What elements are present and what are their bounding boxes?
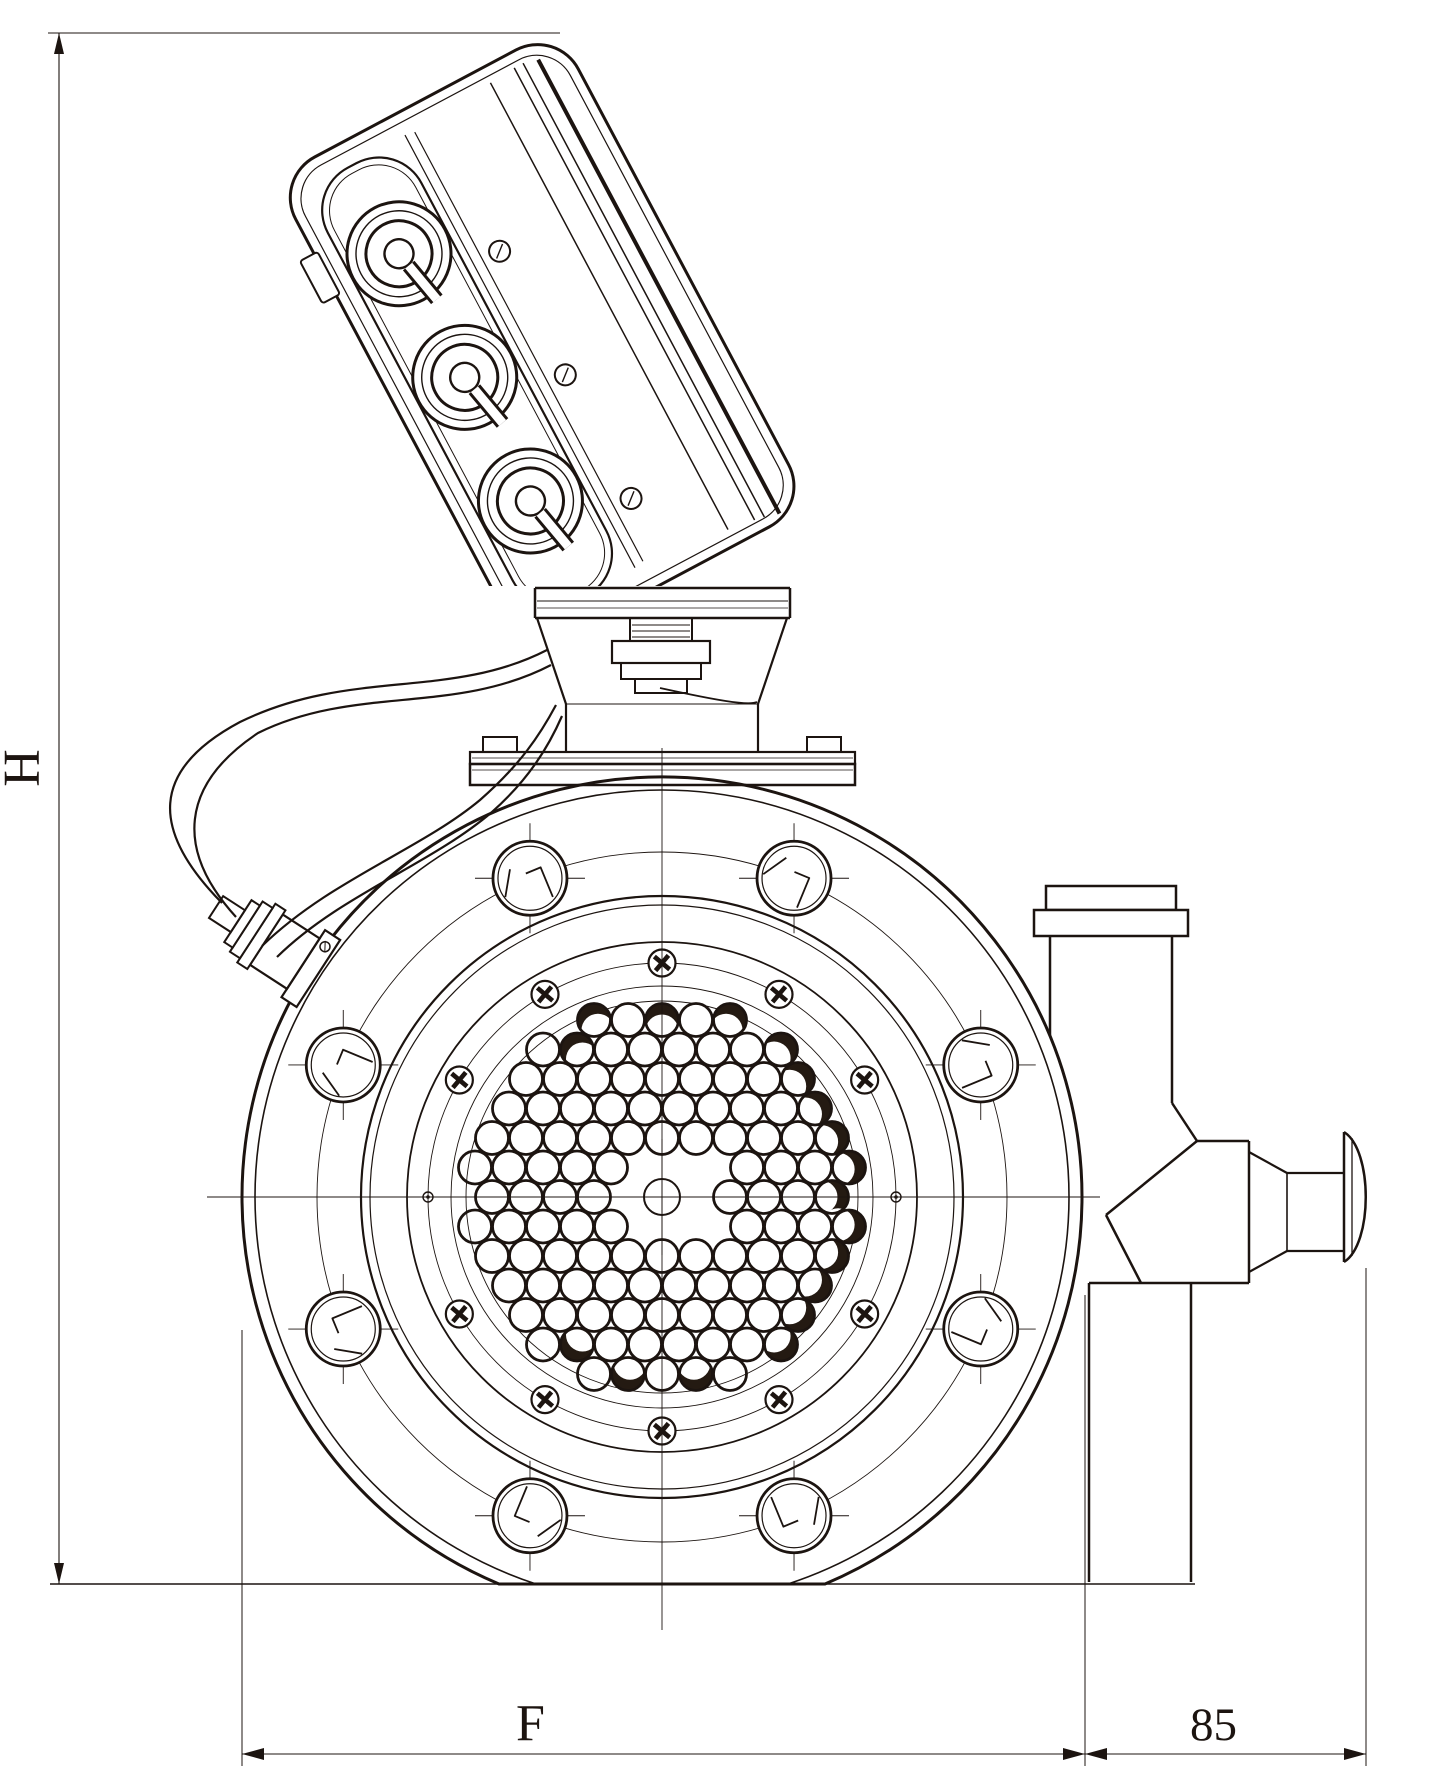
terminal-box bbox=[288, 43, 796, 641]
outlet-end-cap bbox=[1342, 1130, 1367, 1264]
dimension-label-height: H bbox=[0, 749, 51, 787]
left-cable-gland bbox=[207, 894, 342, 1009]
cable-connector-1 bbox=[345, 200, 512, 308]
bolt-holes bbox=[288, 823, 1036, 1571]
mounting-neck bbox=[468, 586, 857, 787]
dimension-label-offset: 85 bbox=[1190, 1699, 1237, 1751]
side-outlet-nozzle bbox=[1089, 1139, 1344, 1285]
cable-connector-2 bbox=[411, 323, 577, 431]
cable-connector-3 bbox=[476, 447, 643, 555]
casing-base bbox=[1087, 1283, 1193, 1582]
centerlines bbox=[207, 748, 1100, 1630]
flex-cables bbox=[168, 649, 758, 958]
dimension-label-width: F bbox=[516, 1695, 545, 1752]
riser-pipe bbox=[1032, 884, 1199, 1142]
tube-bundle bbox=[457, 1002, 867, 1392]
dimension-lines bbox=[48, 32, 1367, 1766]
